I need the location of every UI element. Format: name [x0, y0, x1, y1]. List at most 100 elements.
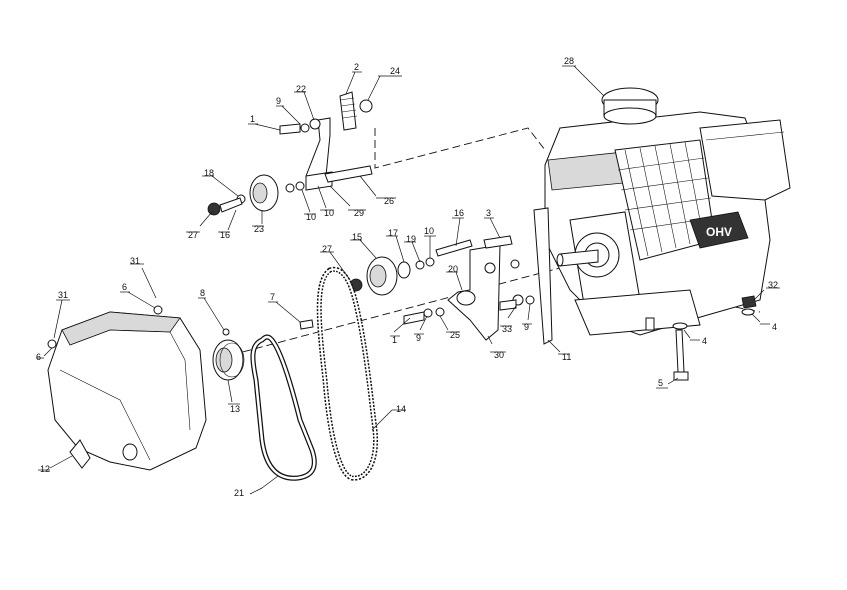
mounting-bracket [403, 207, 553, 345]
callout: 1 [390, 317, 411, 345]
svg-text:3: 3 [486, 208, 491, 218]
svg-text:2: 2 [354, 62, 359, 72]
svg-text:29: 29 [354, 208, 364, 218]
callout: 22 [294, 84, 315, 121]
svg-text:10: 10 [306, 212, 316, 222]
svg-text:27: 27 [322, 244, 332, 254]
svg-text:18: 18 [204, 168, 214, 178]
drive-chain [316, 266, 379, 481]
svg-text:23: 23 [254, 224, 264, 234]
callout: 25 [439, 315, 460, 340]
svg-text:26: 26 [384, 196, 394, 206]
idler-pulley-lower [349, 239, 473, 296]
callout: 20 [446, 264, 463, 291]
callout: 2 [345, 62, 362, 95]
svg-text:13: 13 [230, 404, 240, 414]
svg-text:21: 21 [234, 488, 244, 498]
callout: 18 [202, 168, 239, 197]
svg-text:30: 30 [494, 350, 504, 360]
callout: 6 [36, 347, 53, 362]
v-belt [250, 334, 317, 481]
svg-text:8: 8 [200, 288, 205, 298]
svg-text:12: 12 [40, 464, 50, 474]
engine-bolt [672, 295, 757, 381]
svg-text:27: 27 [188, 230, 198, 240]
shaft-key [299, 319, 314, 330]
callout: 15 [350, 232, 377, 259]
callout: 9 [522, 303, 532, 332]
callout: 24 [367, 66, 402, 101]
callout: 23 [252, 210, 264, 234]
svg-text:16: 16 [454, 208, 464, 218]
callout: 9 [414, 315, 428, 343]
idler-pulley-upper [207, 174, 305, 216]
svg-text:19: 19 [406, 234, 416, 244]
svg-text:15: 15 [352, 232, 362, 242]
callout: 14 [371, 404, 406, 431]
callout: 16 [452, 208, 464, 247]
belt-guard-cover [47, 305, 207, 471]
callout: 4 [683, 329, 707, 346]
svg-text:17: 17 [388, 228, 398, 238]
svg-text:14: 14 [396, 404, 406, 414]
callout: 10 [317, 185, 334, 218]
callout: 3 [484, 208, 501, 239]
callout: 16 [218, 209, 237, 240]
callout: 19 [404, 234, 421, 263]
callout: 33 [500, 305, 517, 334]
callout: 10 [424, 226, 436, 258]
svg-text:24: 24 [390, 66, 400, 76]
engine-pulley [212, 328, 245, 381]
callout: 9 [276, 96, 301, 125]
svg-text:31: 31 [58, 290, 68, 300]
svg-text:11: 11 [562, 352, 571, 362]
callout: 31 [130, 256, 157, 299]
callout: 6 [120, 282, 156, 309]
callout: 11 [547, 339, 571, 362]
callout: 17 [386, 228, 405, 263]
svg-text:6: 6 [36, 352, 41, 362]
svg-text:4: 4 [772, 322, 777, 332]
svg-text:31: 31 [130, 256, 140, 266]
callout: 13 [227, 379, 240, 414]
callout: 29 [329, 185, 366, 218]
svg-text:4: 4 [702, 336, 707, 346]
svg-text:1: 1 [392, 335, 397, 345]
engine-badge-label: OHV [706, 225, 732, 239]
svg-text:10: 10 [324, 208, 334, 218]
callout: 28 [562, 56, 605, 97]
callout: 12 [38, 455, 73, 474]
svg-text:22: 22 [296, 84, 306, 94]
callout: 26 [359, 175, 396, 206]
callout: 32 [753, 280, 780, 301]
callout: 1 [248, 114, 281, 131]
svg-text:5: 5 [658, 378, 663, 388]
svg-text:28: 28 [564, 56, 574, 66]
callout: 5 [656, 377, 679, 389]
svg-text:10: 10 [424, 226, 434, 236]
svg-text:7: 7 [270, 292, 275, 302]
svg-text:25: 25 [450, 330, 460, 340]
callout: 8 [198, 288, 225, 331]
idler-lever-assembly [279, 91, 373, 191]
engine: OHV [544, 87, 791, 336]
svg-text:32: 32 [768, 280, 778, 290]
callout: 27 [186, 211, 213, 240]
svg-text:9: 9 [416, 333, 421, 343]
callout: 31 [53, 290, 70, 339]
callouts: 1 1 2 3 4 4 5 6 6 7 8 9 9 9 10 10 10 11 … [36, 56, 780, 498]
svg-text:16: 16 [220, 230, 230, 240]
svg-text:9: 9 [276, 96, 281, 106]
callout: 7 [268, 292, 301, 323]
callout: 27 [320, 244, 351, 281]
callout: 30 [487, 335, 506, 360]
svg-text:20: 20 [448, 264, 458, 274]
svg-text:6: 6 [122, 282, 127, 292]
svg-text:1: 1 [250, 114, 255, 124]
svg-text:33: 33 [502, 324, 512, 334]
callout: 10 [301, 189, 316, 222]
callout: 21 [234, 475, 279, 498]
callout: 4 [751, 313, 777, 332]
svg-text:9: 9 [524, 322, 529, 332]
